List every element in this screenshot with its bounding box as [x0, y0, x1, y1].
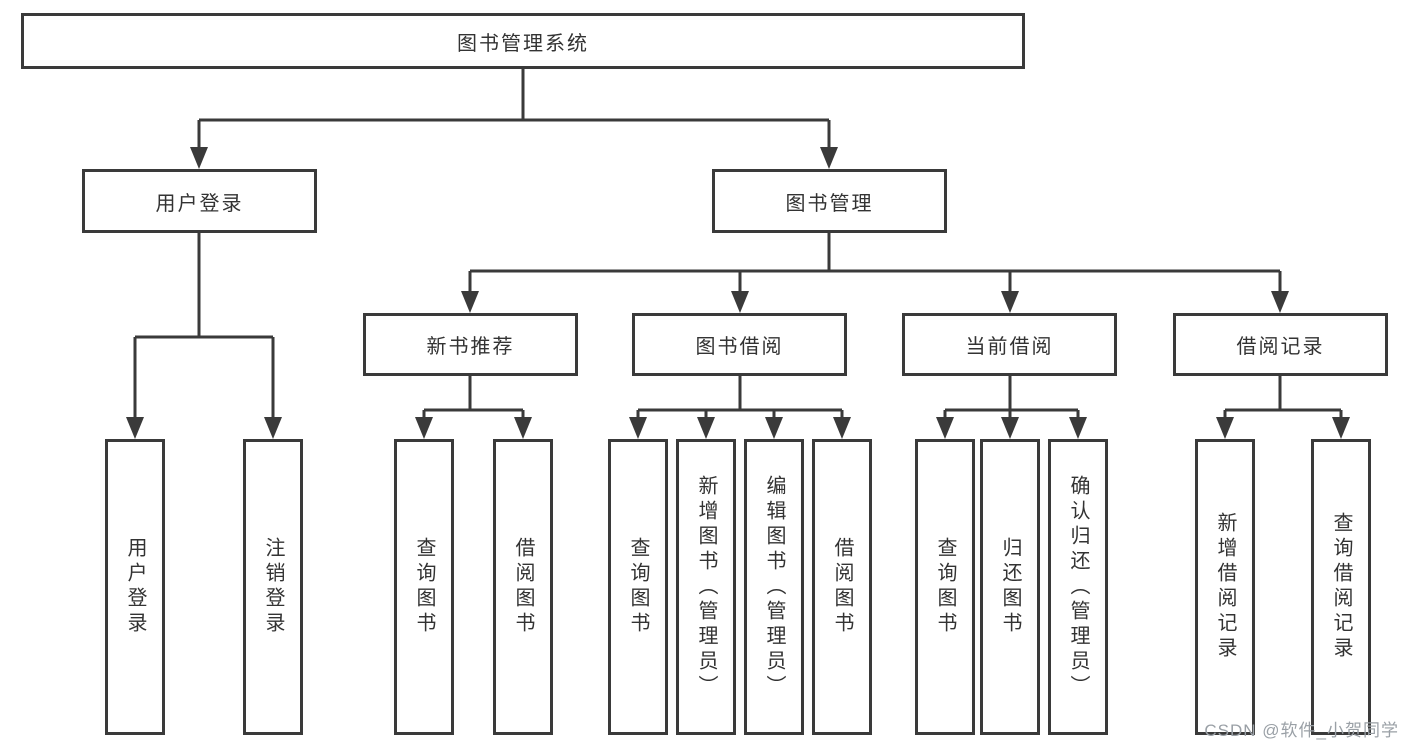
leaf-label: 归还图书 [999, 537, 1021, 637]
node-library-management-system: 图书管理系统 [21, 13, 1025, 69]
node-new-book-recommend: 新书推荐 [363, 313, 578, 376]
leaf-logout: 注销登录 [243, 439, 303, 735]
leaf-query-borrow-record: 查询借阅记录 [1311, 439, 1371, 735]
leaf-label: 查询图书 [413, 537, 435, 637]
connector-book-borrow-to-children [629, 376, 851, 439]
leaf-label: 查询借阅记录 [1330, 512, 1352, 662]
leaf-user-login: 用户登录 [105, 439, 165, 735]
leaf-query-books-borrow: 查询图书 [608, 439, 668, 735]
leaf-add-book-admin: 新增图书（管理员） [676, 439, 736, 735]
node-label: 图书管理系统 [457, 32, 589, 55]
leaf-label: 借阅图书 [512, 537, 534, 637]
leaf-label: 编辑图书（管理员） [763, 474, 785, 700]
node-user-login: 用户登录 [82, 169, 317, 233]
node-label: 用户登录 [155, 192, 244, 215]
connector-new-book-recommend-to-children [415, 376, 532, 439]
node-borrow-records: 借阅记录 [1173, 313, 1388, 376]
node-label: 借阅记录 [1236, 336, 1325, 358]
leaf-borrow-books-recommend: 借阅图书 [493, 439, 553, 735]
leaf-label: 查询图书 [934, 537, 956, 637]
node-book-borrow: 图书借阅 [632, 313, 847, 376]
leaf-label: 新增借阅记录 [1214, 512, 1236, 662]
leaf-confirm-return-admin: 确认归还（管理员） [1048, 439, 1108, 735]
leaf-borrow-books: 借阅图书 [812, 439, 872, 735]
node-label: 新书推荐 [426, 336, 515, 358]
leaf-label: 确认归还（管理员） [1067, 474, 1089, 700]
connector-book-management-to-level2 [461, 233, 1289, 313]
node-label: 图书借阅 [695, 336, 784, 358]
connector-borrow-records-to-children [1216, 376, 1350, 439]
leaf-label: 注销登录 [262, 537, 284, 637]
leaf-label: 用户登录 [124, 537, 146, 637]
leaf-add-borrow-record: 新增借阅记录 [1195, 439, 1255, 735]
node-current-borrow: 当前借阅 [902, 313, 1117, 376]
leaf-query-books-recommend: 查询图书 [394, 439, 454, 735]
leaf-edit-book-admin: 编辑图书（管理员） [744, 439, 804, 735]
leaf-return-book: 归还图书 [980, 439, 1040, 735]
leaf-label: 查询图书 [627, 537, 649, 637]
leaf-label: 新增图书（管理员） [695, 474, 717, 700]
connector-root-to-level1 [190, 69, 838, 169]
node-book-management: 图书管理 [712, 169, 947, 233]
leaf-label: 借阅图书 [831, 537, 853, 637]
node-label: 图书管理 [785, 192, 874, 215]
connector-current-borrow-to-children [936, 376, 1087, 439]
csdn-watermark: CSDN @软件_小贺同学 [1204, 721, 1399, 740]
connector-user-login-to-children [126, 233, 282, 439]
leaf-query-books-current: 查询图书 [915, 439, 975, 735]
node-label: 当前借阅 [965, 336, 1054, 358]
